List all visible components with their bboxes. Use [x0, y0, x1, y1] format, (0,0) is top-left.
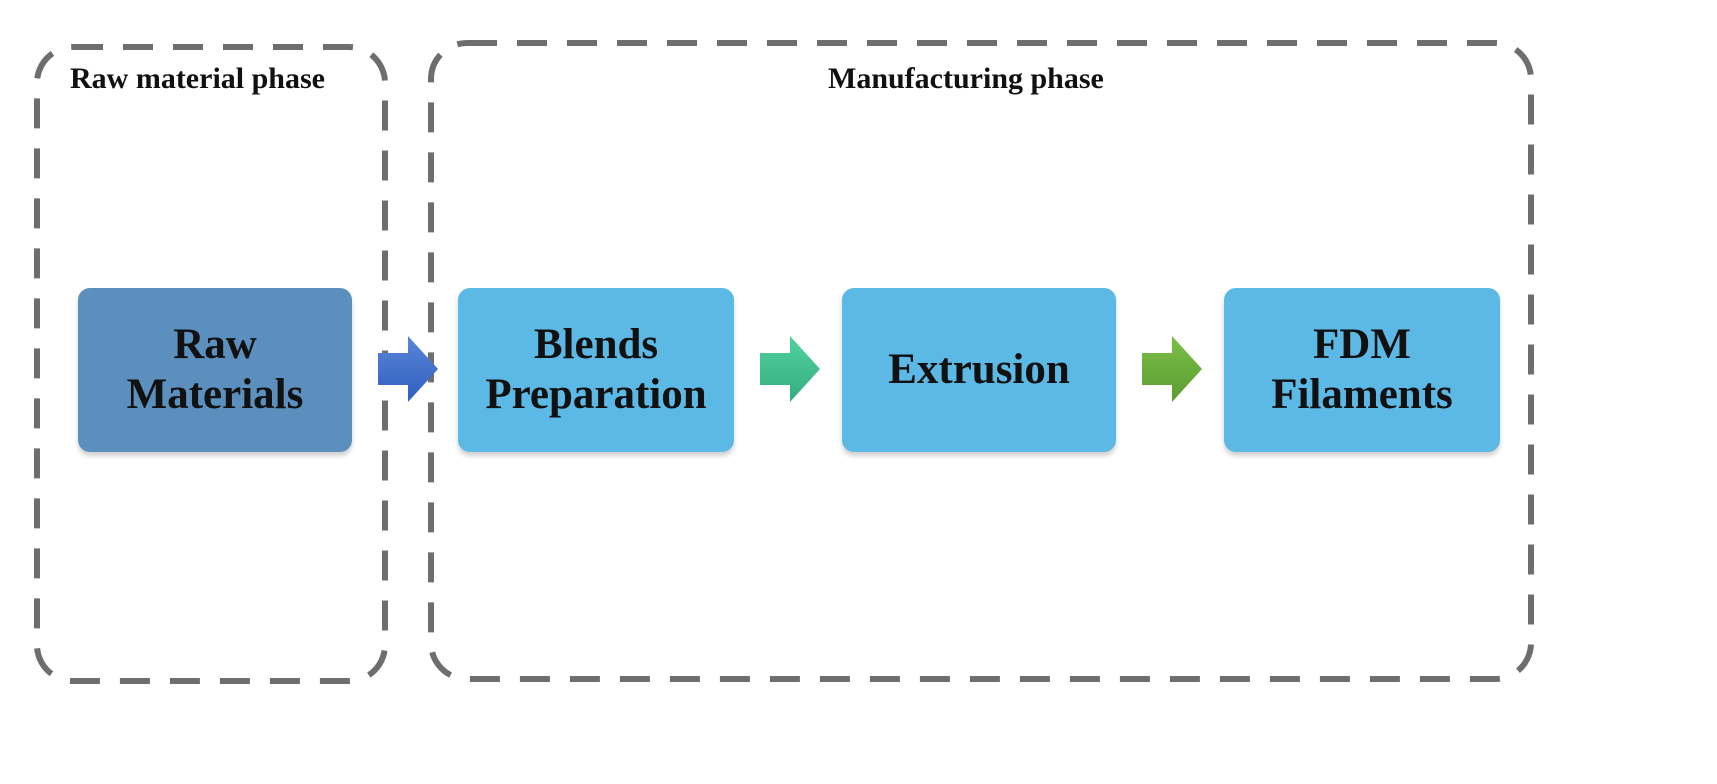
step-extrusion: Extrusion: [842, 288, 1116, 452]
right-arrow-icon: [378, 336, 438, 402]
step-blends-preparation-line1: Blends: [533, 321, 659, 368]
step-raw-materials-line1: Raw: [173, 321, 257, 368]
raw-material-phase-title: Raw material phase: [70, 62, 325, 95]
step-fdm-filaments-line2: Filaments: [1271, 371, 1453, 418]
right-arrow-icon: [760, 336, 820, 402]
manufacturing-phase-title: Manufacturing phase: [828, 62, 1104, 95]
step-raw-materials: Raw Materials: [78, 288, 352, 452]
step-fdm-filaments-line1: FDM: [1313, 321, 1411, 368]
right-arrow-icon: [1142, 336, 1202, 402]
step-blends-preparation: Blends Preparation: [458, 288, 734, 452]
step-extrusion-line1: Extrusion: [888, 346, 1070, 393]
manufacturing-phase-box: [428, 40, 1534, 682]
step-raw-materials-line2: Materials: [126, 371, 304, 418]
step-fdm-filaments: FDM Filaments: [1224, 288, 1500, 452]
step-blends-preparation-line2: Preparation: [485, 371, 707, 418]
manufacturing-phase-border: [428, 40, 1534, 682]
